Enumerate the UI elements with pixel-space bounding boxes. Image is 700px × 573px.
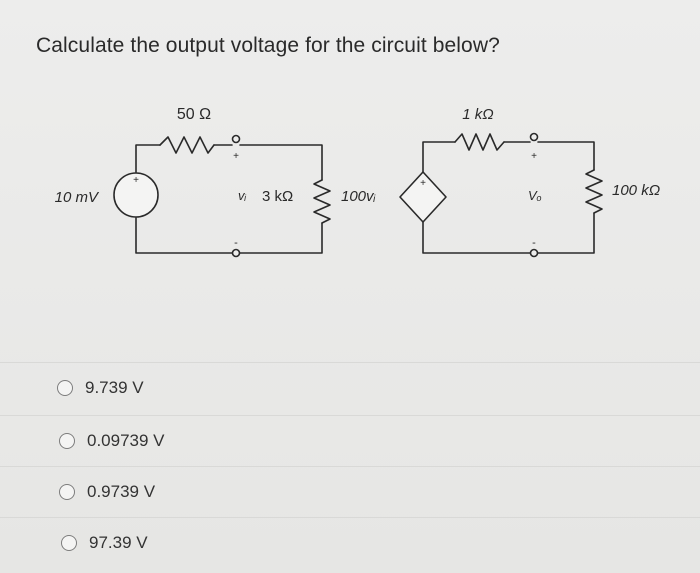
question-text: Calculate the output voltage for the cir… (36, 34, 500, 57)
dependent-source-label: 100vᵢ (341, 188, 377, 205)
divider (0, 415, 700, 416)
resistor-50-label: 50 Ω (177, 106, 211, 123)
output-plus: + (531, 151, 537, 162)
output-minus: - (532, 237, 536, 249)
dependent-source (399, 171, 447, 223)
resistor-1k-label: 1 kΩ (462, 106, 493, 123)
resistor-1k (454, 133, 505, 151)
input-minus: - (234, 237, 238, 249)
resistor-3k (313, 179, 331, 224)
radio-button[interactable] (57, 380, 73, 396)
voltage-source (113, 172, 159, 218)
input-plus: + (233, 151, 239, 162)
source-label: 10 mV (55, 189, 100, 206)
answer-option-1[interactable]: 9.739 V (57, 375, 144, 401)
resistor-100k-label: 100 kΩ (612, 182, 660, 199)
source-plus: + (133, 175, 139, 186)
answer-option-2[interactable]: 0.09739 V (59, 428, 165, 454)
resistor-100k (585, 169, 603, 214)
divider (0, 362, 700, 363)
radio-button[interactable] (61, 535, 77, 551)
answer-option-4[interactable]: 97.39 V (61, 530, 148, 556)
radio-button[interactable] (59, 484, 75, 500)
answer-option-label: 0.9739 V (87, 482, 156, 501)
circuit-diagram: + 10 mV 50 Ω + vᵢ - 3 kΩ 100vᵢ + 1 kΩ + … (55, 106, 660, 258)
resistor-50-ohm (159, 136, 215, 154)
answer-option-label: 97.39 V (89, 533, 148, 552)
output-label: Vₒ (528, 188, 542, 203)
answer-option-label: 9.739 V (85, 378, 144, 397)
dependent-source-plus: + (420, 178, 426, 189)
input-label: vᵢ (238, 188, 247, 203)
radio-button[interactable] (59, 433, 75, 449)
divider (0, 517, 700, 518)
divider (0, 466, 700, 467)
resistor-3k-label: 3 kΩ (262, 188, 293, 205)
answer-option-label: 0.09739 V (87, 431, 165, 450)
answer-option-3[interactable]: 0.9739 V (59, 479, 155, 505)
